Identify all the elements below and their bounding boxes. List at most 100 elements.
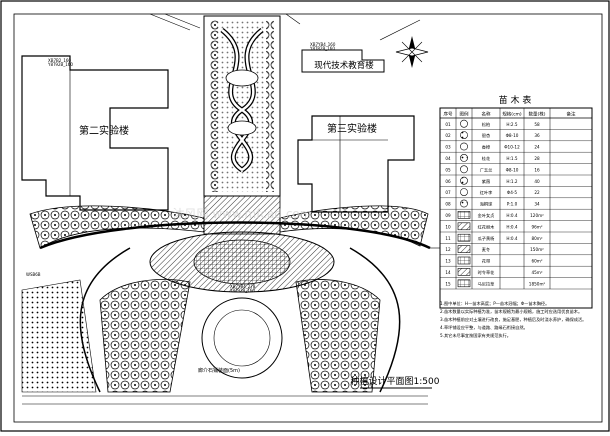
- legend-symbol-icon: [457, 222, 471, 231]
- legend-symbol-icon: [460, 153, 468, 162]
- schedule-cell: 150m²: [530, 247, 544, 252]
- road-lines-bottom: [22, 395, 428, 405]
- legend-symbol-icon: [460, 188, 468, 196]
- left-code-label-2: Y8T92B_160: [47, 62, 73, 67]
- far-left-label: WSB6B: [26, 272, 41, 277]
- schedule-cell: H:0.4: [506, 224, 518, 229]
- schedule-cell: 紫薇: [482, 178, 491, 185]
- center-code-label: XB7YB4_278: [230, 284, 256, 289]
- schedule-header-cell: 数量(株): [528, 111, 545, 118]
- schedule-row: 10 红花继木 H:0.4 96m²: [440, 222, 592, 233]
- schedule-row: 14 时令草花 45m²: [440, 268, 592, 278]
- schedule-cell: 银杏: [482, 132, 491, 139]
- arc-wall-right: [349, 247, 401, 393]
- legend-symbol-icon: [460, 142, 468, 151]
- planting-bed-lower-left: [99, 279, 191, 393]
- schedule-title: 苗 木 表: [499, 94, 532, 106]
- arc-wall-top: [39, 221, 431, 250]
- schedule-note: 2.苗木数量以实际种植为准，苗木规格为最小规格，施工时应选用优良苗木。: [440, 308, 582, 315]
- schedule-cell: P:1.0: [507, 202, 518, 207]
- schedule-row: 09 金叶女贞 H:0.4 120m²: [440, 211, 592, 221]
- inner-frame: [13, 13, 603, 423]
- schedule-cell: 14: [445, 270, 451, 275]
- schedule-row: 13 花带 60m²: [440, 256, 592, 267]
- watermark: 沐风网 www.mfcad.com: [173, 207, 312, 221]
- drawing-title: 种植设计平面图1:500: [351, 375, 440, 387]
- schedule-cell: 11: [445, 236, 451, 241]
- schedule-cell: 34: [534, 202, 540, 207]
- schedule-cell: 10: [445, 224, 451, 229]
- schedule-cell: Φ10-12: [504, 145, 520, 150]
- top-code-label-2: Y8T82B_160: [309, 46, 335, 51]
- schedule-cell: 09: [445, 213, 451, 218]
- planting-belt-right: [279, 205, 429, 247]
- center-code-label-2: Y8T92B_160: [229, 288, 255, 293]
- schedule-cell: 07: [445, 190, 451, 195]
- schedule-cell: H:1.2: [506, 179, 518, 184]
- schedule-header-cell: 备注: [567, 111, 576, 118]
- entry-plaza: [203, 195, 281, 235]
- schedule-notes: 1.图中单位：H—苗木高度；P—苗木冠幅；Φ—苗木胸径。2.苗木数量以实际种植为…: [440, 300, 586, 339]
- north-arrow-icon: [395, 36, 429, 68]
- schedule-cell: 松柏: [482, 121, 490, 128]
- schedule-cell: H:1.5: [506, 156, 518, 161]
- schedule-cell: 16: [534, 167, 540, 172]
- schedule-cell: 时令草花: [478, 269, 495, 276]
- schedule-cell: 96m²: [531, 224, 542, 229]
- schedule-row: 12 麦冬 150m²: [440, 245, 592, 256]
- building-top: [301, 49, 385, 73]
- legend-symbol-icon: [457, 211, 471, 219]
- schedule-cell: 120m²: [530, 213, 544, 218]
- schedule-header-cell: 图例: [460, 111, 469, 118]
- central-garden-corridor: [203, 15, 281, 197]
- schedule-cell: 02: [445, 133, 451, 138]
- legend-symbol-icon: [460, 131, 468, 139]
- schedule-cell: H:0.4: [506, 213, 518, 218]
- schedule-cell: 红花继木: [478, 223, 496, 230]
- schedule-cell: 香樟: [482, 144, 490, 151]
- schedule-note: 1.图中单位：H—苗木高度；P—苗木冠幅；Φ—苗木胸径。: [440, 300, 549, 307]
- legend-symbol-icon: [457, 279, 471, 288]
- building-right-label: 第三实验楼: [327, 122, 377, 135]
- schedule-cell: 金叶女贞: [478, 212, 495, 219]
- schedule-header-cell: 序号: [444, 111, 453, 118]
- schedule-cell: 08: [445, 202, 451, 207]
- schedule-cell: 45m²: [531, 270, 542, 275]
- legend-symbol-icon: [457, 245, 471, 253]
- lawn-far-left: [21, 279, 97, 393]
- road-edge-lines: [149, 13, 421, 41]
- legend-symbol-icon: [457, 256, 471, 265]
- top-code-label: XB7YB4_160: [310, 42, 336, 47]
- schedule-cell: 12: [445, 247, 451, 252]
- schedule-cell: 马尼拉草: [478, 280, 495, 287]
- schedule-header-cell: 规格(cm): [502, 111, 522, 118]
- building-top-label: 现代技术教育楼: [314, 60, 374, 71]
- bottom-note-label: 廊介石铺装面(5m): [198, 367, 240, 374]
- schedule-cell: 广玉兰: [480, 166, 493, 173]
- schedule-cell: H:2.5: [506, 122, 518, 127]
- planting-bed-lower-right: [295, 279, 381, 393]
- schedule-cell: 1850m²: [529, 281, 546, 286]
- schedule-cell: 13: [445, 259, 451, 264]
- schedule-cell: 03: [445, 145, 451, 150]
- schedule-cell: 60m²: [531, 259, 542, 264]
- legend-symbol-icon: [460, 176, 468, 185]
- schedule-cell: Φ4-5: [507, 190, 517, 195]
- schedule-cell: 桂花: [482, 155, 490, 162]
- schedule-cell: 06: [445, 179, 451, 184]
- schedule-cell: 花带: [482, 258, 490, 265]
- legend-symbol-icon: [460, 199, 468, 208]
- schedule-cell: 麦冬: [482, 246, 490, 253]
- schedule-cell: 红叶李: [480, 189, 493, 196]
- legend-symbol-icon: [460, 119, 468, 128]
- schedule-cell: 28: [534, 156, 540, 161]
